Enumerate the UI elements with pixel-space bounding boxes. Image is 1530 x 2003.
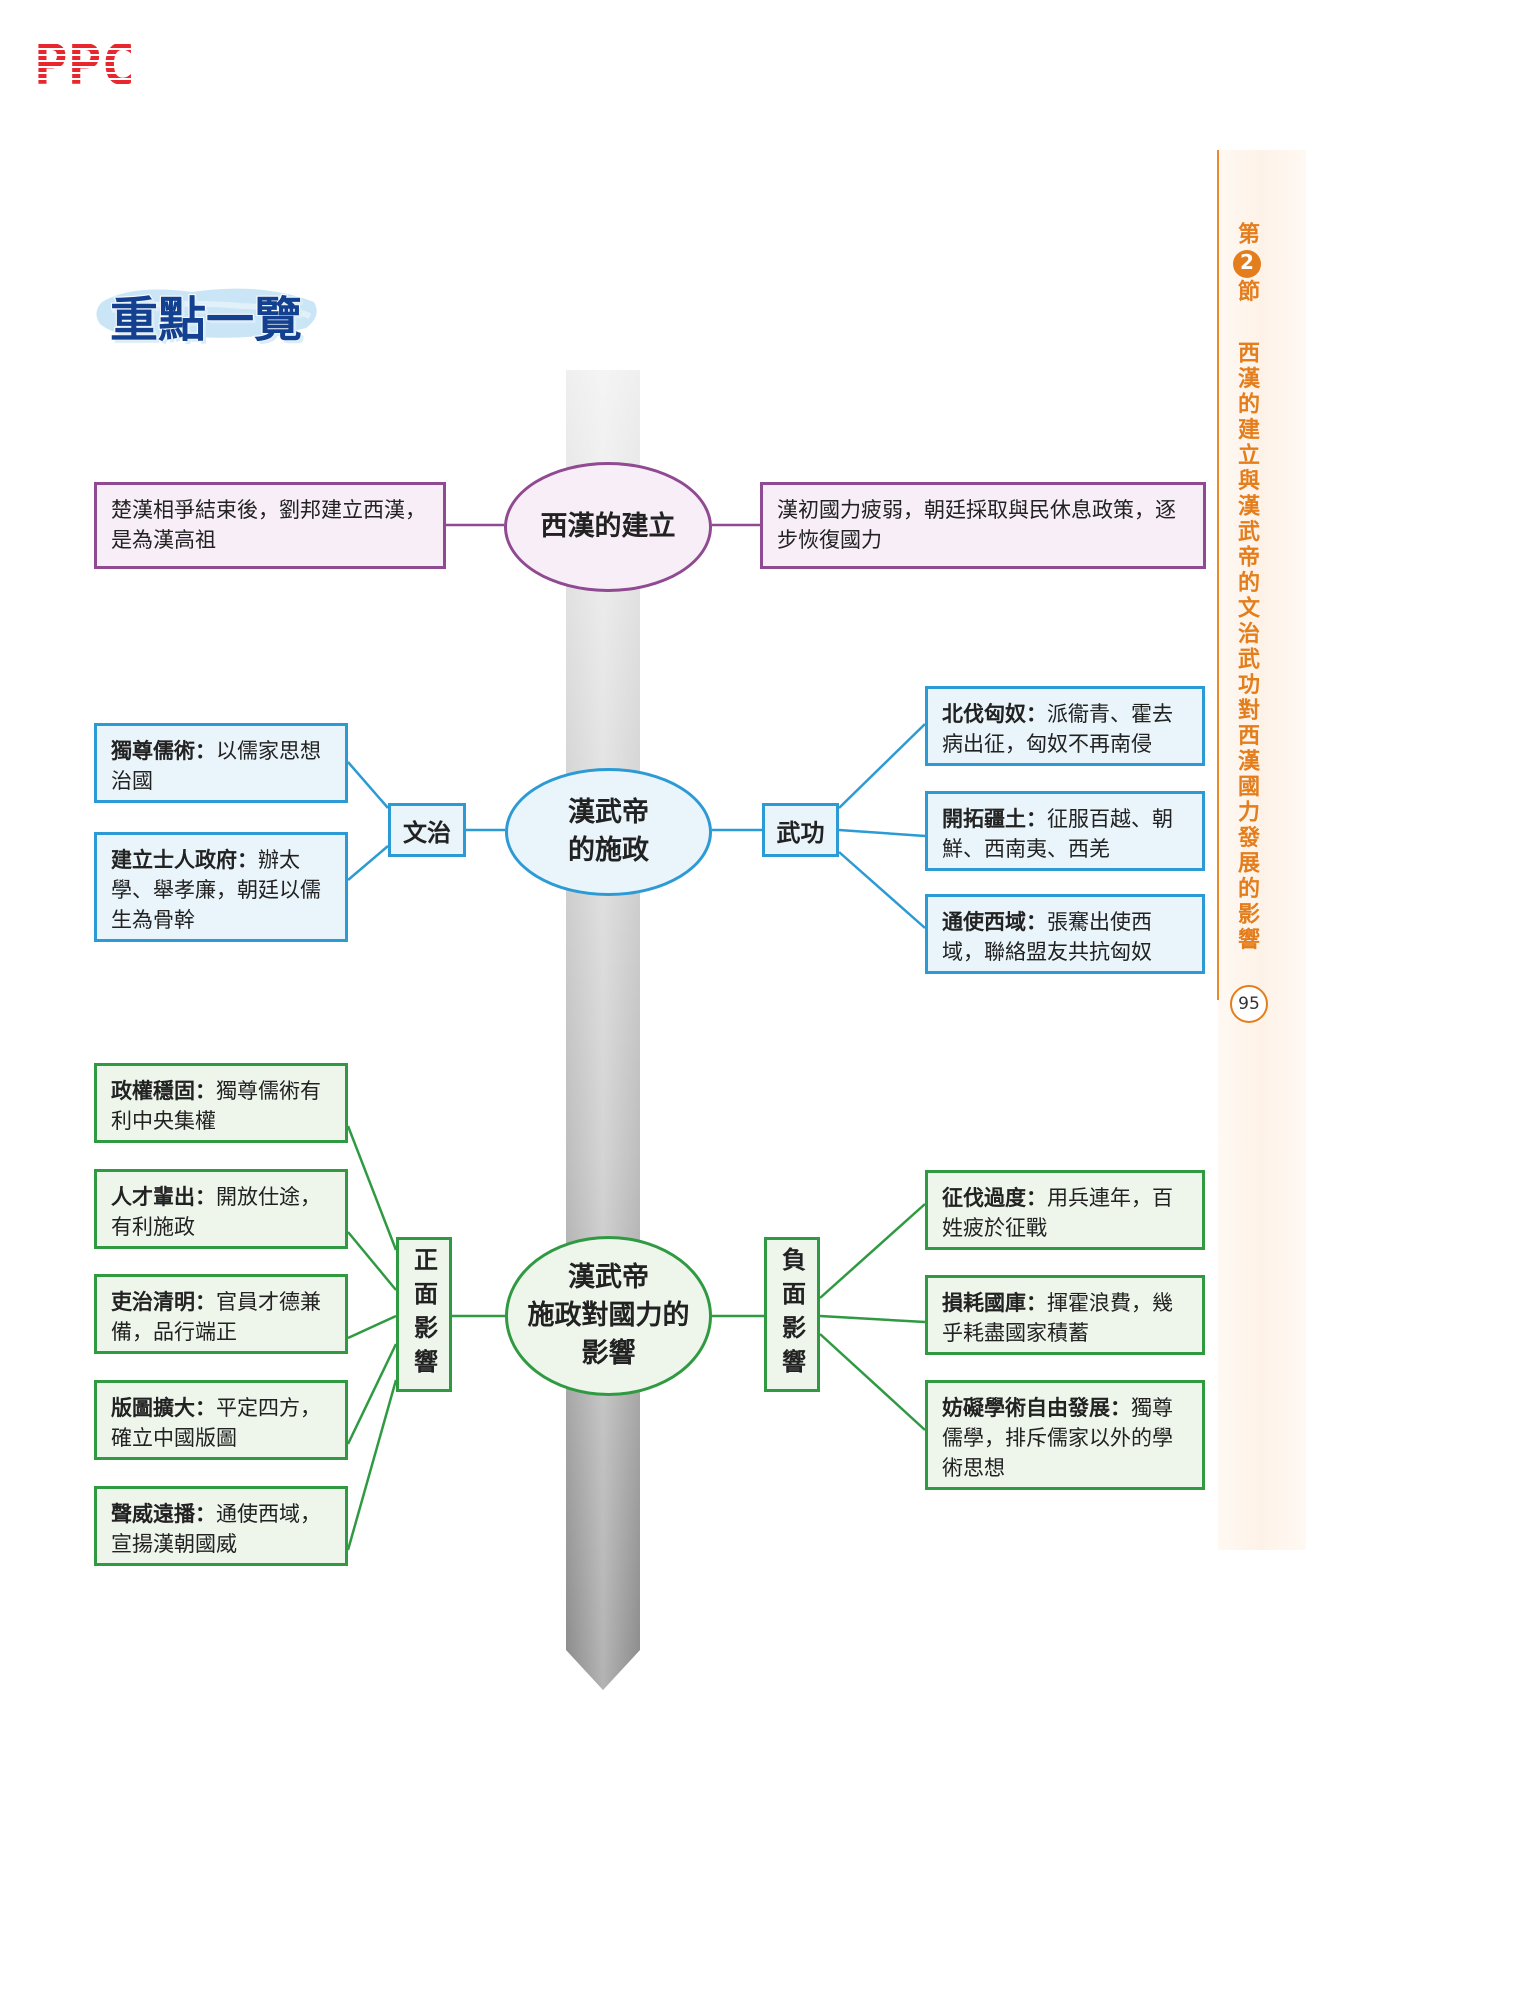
item-key: 通使西域: [942, 910, 1026, 934]
section2-right-item-1: 北伐匈奴：派衞青、霍去病出征，匈奴不再南侵: [925, 686, 1205, 766]
item-key: 政權穩固: [111, 1079, 195, 1103]
section2-left-item-1: 獨尊儒術：以儒家思想治國: [94, 723, 348, 803]
item-sep: ：: [237, 848, 258, 872]
section3-left-item-4: 版圖擴大：平定四方，確立中國版圖: [94, 1380, 348, 1460]
item-sep: ：: [195, 1079, 216, 1103]
item-key: 獨尊儒術: [111, 739, 195, 763]
item-desc: 派衞青、霍去病出征，匈奴不再南侵: [942, 702, 1173, 756]
item-desc: 以儒家思想治國: [111, 739, 321, 793]
item-sep: ：: [1026, 807, 1047, 831]
wugong-tag-text: 武功: [776, 818, 825, 847]
item-sep: ：: [195, 1396, 216, 1420]
section3-center-oval: 漢武帝 施政對國力的 影響: [505, 1236, 712, 1396]
section1-right-text: 漢初國力疲弱，朝廷採取與民休息政策，逐步恢復國力: [777, 498, 1176, 552]
section2-right-item-3: 通使西域：張騫出使西域，聯絡盟友共抗匈奴: [925, 894, 1205, 974]
side-decoration: [1218, 150, 1306, 1550]
item-desc: 用兵連年，百姓疲於征戰: [942, 1186, 1173, 1240]
chapter-title-text: 西漢的建立與漢武帝的文治武功對西漢國力發展的影響: [1234, 341, 1260, 953]
section3-right-item-2: 損耗國庫：揮霍浪費，幾乎耗盡國家積蓄: [925, 1275, 1205, 1355]
negative-impact-tag: 負面影響: [764, 1237, 820, 1392]
wenzhi-tag-text: 文治: [403, 818, 451, 847]
item-sep: ：: [195, 1290, 216, 1314]
item-desc: 揮霍浪費，幾乎耗盡國家積蓄: [942, 1291, 1173, 1345]
section2-left-item-2: 建立士人政府：辦太學、舉孝廉，朝廷以儒生為骨幹: [94, 832, 348, 942]
page-number: 95: [1230, 985, 1268, 1023]
section3-left-item-3: 吏治清明：官員才德兼備，品行端正: [94, 1274, 348, 1354]
item-sep: ：: [1110, 1396, 1131, 1420]
positive-impact-text: 正面影響: [409, 1246, 438, 1383]
section1-right-box: 漢初國力疲弱，朝廷採取與民休息政策，逐步恢復國力: [760, 482, 1206, 569]
center-line-1: 漢武帝: [568, 797, 649, 828]
section1-left-box: 楚漢相爭結束後，劉邦建立西漢，是為漢高祖: [94, 482, 446, 569]
item-key: 損耗國庫: [942, 1291, 1026, 1315]
section1-center-text: 西漢的建立: [540, 511, 676, 542]
section1-left-text: 楚漢相爭結束後，劉邦建立西漢，是為漢高祖: [111, 498, 426, 552]
item-desc: 通使西域，宣揚漢朝國威: [111, 1502, 321, 1556]
item-sep: ：: [1026, 1186, 1047, 1210]
center-line-2: 施政對國力的: [527, 1300, 690, 1331]
section3-left-item-2: 人才輩出：開放仕途，有利施政: [94, 1169, 348, 1249]
item-desc: 獨尊儒學，排斥儒家以外的學術思想: [942, 1396, 1173, 1480]
key-points-badge: 重點一覽: [92, 272, 322, 354]
item-desc: 張騫出使西域，聯絡盟友共抗匈奴: [942, 910, 1152, 964]
item-key: 征伐過度: [942, 1186, 1026, 1210]
item-sep: ：: [1026, 702, 1047, 726]
item-key: 北伐匈奴: [942, 702, 1026, 726]
chapter-suffix: 節: [1234, 279, 1260, 306]
section3-right-item-1: 征伐過度：用兵連年，百姓疲於征戰: [925, 1170, 1205, 1250]
wenzhi-tag: 文治: [388, 803, 466, 857]
item-key: 建立士人政府: [111, 848, 237, 872]
item-key: 妨礙學術自由發展: [942, 1396, 1110, 1420]
wugong-tag: 武功: [762, 803, 839, 857]
section3-right-item-3: 妨礙學術自由發展：獨尊儒學，排斥儒家以外的學術思想: [925, 1380, 1205, 1490]
item-key: 開拓疆土: [942, 807, 1026, 831]
center-line-2: 的施政: [568, 835, 649, 866]
item-desc: 開放仕途，有利施政: [111, 1185, 321, 1239]
section3-left-item-5: 聲威遠播：通使西域，宣揚漢朝國威: [94, 1486, 348, 1566]
item-desc: 辦太學、舉孝廉，朝廷以儒生為骨幹: [111, 848, 321, 932]
section2-center-oval: 漢武帝 的施政: [505, 768, 712, 896]
item-key: 人才輩出: [111, 1185, 195, 1209]
item-sep: ：: [1026, 910, 1047, 934]
heading-title: 重點一覽: [109, 291, 303, 349]
brush-background-icon: [96, 288, 317, 338]
item-key: 聲威遠播: [111, 1502, 195, 1526]
chapter-number-badge: 2: [1233, 249, 1261, 278]
item-sep: ：: [195, 1185, 216, 1209]
chapter-title: 第2節西漢的建立與漢武帝的文治武功對西漢國力發展的影響: [1228, 222, 1266, 953]
positive-impact-tag: 正面影響: [396, 1237, 452, 1392]
section1-center-oval: 西漢的建立: [504, 462, 712, 592]
item-key: 版圖擴大: [111, 1396, 195, 1420]
logo-text: PPC: [34, 38, 135, 90]
section2-right-item-2: 開拓疆土：征服百越、朝鮮、西南夷、西羌: [925, 791, 1205, 871]
item-desc: 獨尊儒術有利中央集權: [111, 1079, 321, 1133]
center-line-1: 漢武帝: [568, 1262, 649, 1293]
item-desc: 平定四方，確立中國版圖: [111, 1396, 321, 1450]
item-desc: 征服百越、朝鮮、西南夷、西羌: [942, 807, 1173, 861]
section3-left-item-1: 政權穩固：獨尊儒術有利中央集權: [94, 1063, 348, 1143]
item-desc: 官員才德兼備，品行端正: [111, 1290, 321, 1344]
item-sep: ：: [1026, 1291, 1047, 1315]
item-key: 吏治清明: [111, 1290, 195, 1314]
negative-impact-text: 負面影響: [777, 1246, 806, 1383]
item-sep: ：: [195, 1502, 216, 1526]
side-divider: [1217, 150, 1219, 1000]
center-line-3: 影響: [581, 1338, 636, 1369]
item-sep: ：: [195, 739, 216, 763]
chapter-prefix: 第: [1234, 222, 1260, 248]
ppc-logo: PPC: [34, 38, 135, 90]
